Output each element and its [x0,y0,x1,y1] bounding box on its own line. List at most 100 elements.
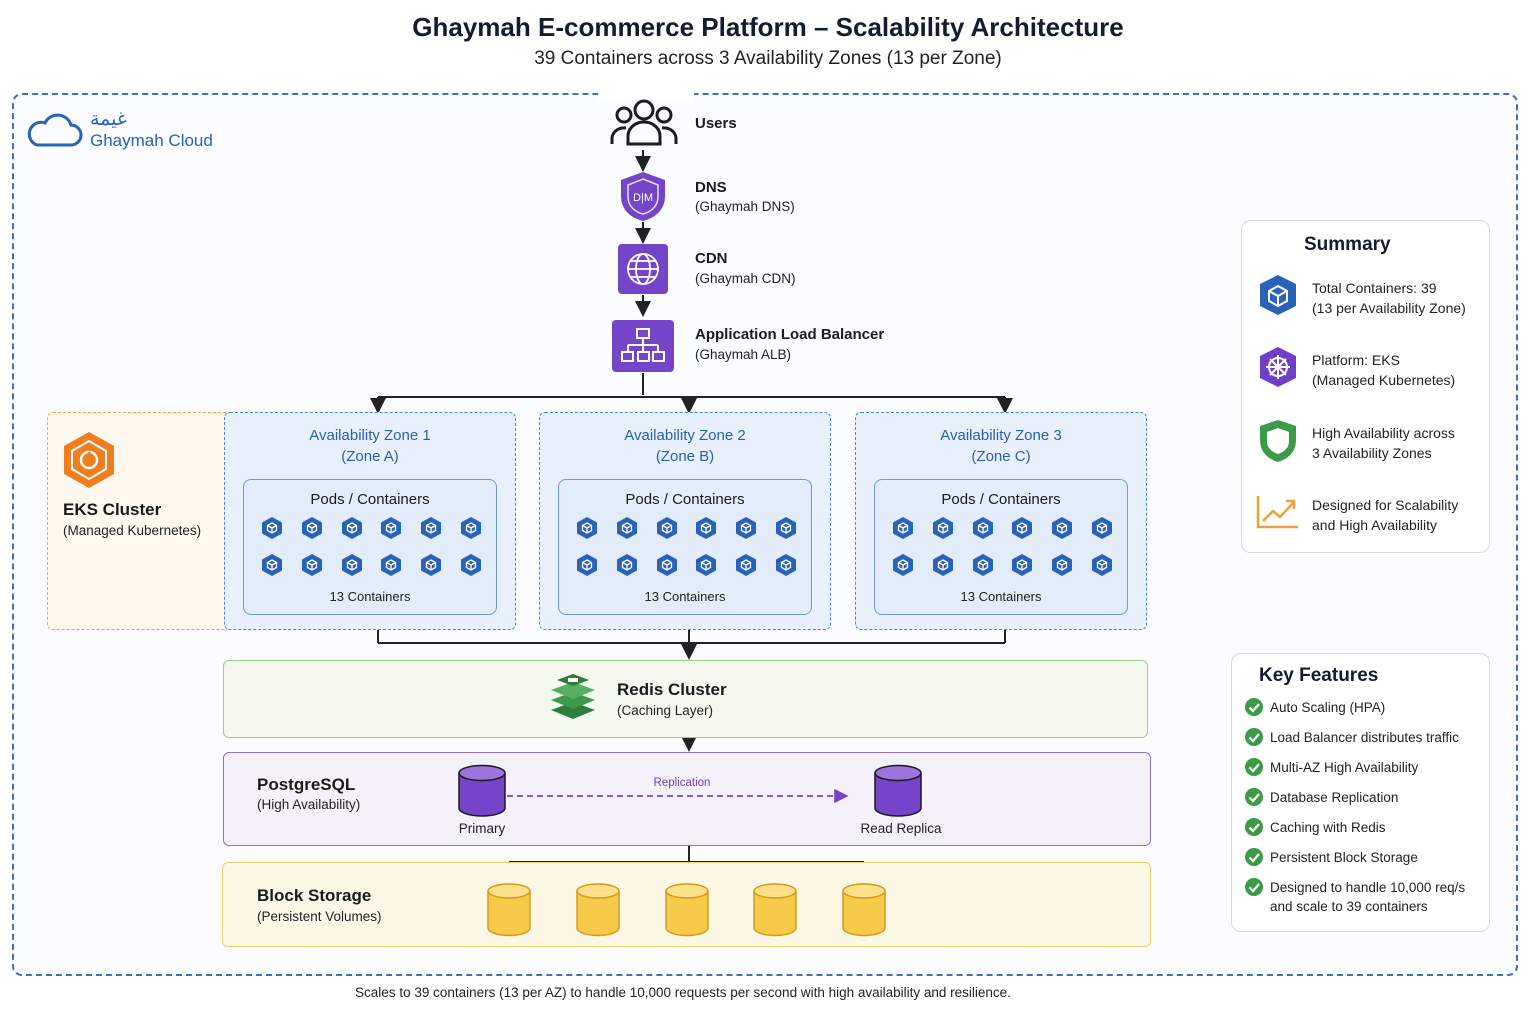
container-icon [734,553,758,577]
container-icon [615,516,639,540]
container-icon [694,553,718,577]
dns-label: DNS [695,179,727,196]
container-icon [1050,553,1074,577]
key-features-title: Key Features [1259,665,1379,686]
container-icon [931,553,955,577]
container-count: 13 Containers [960,589,1042,604]
replication-label: Replication [653,777,711,789]
shield-icon [1260,420,1296,462]
replication-arrow [507,788,849,804]
container-icon [575,516,599,540]
container-icon [774,516,798,540]
container-icon [694,516,718,540]
container-icon [340,553,364,577]
volume-icon [841,882,887,943]
check-icon [1245,878,1263,896]
container-icon [1090,553,1114,577]
check-icon [1245,728,1263,746]
primary-database-icon [458,764,506,817]
check-icon [1245,818,1263,836]
container-icon [300,553,324,577]
eks-subtitle: (Managed Kubernetes) [63,523,202,538]
availability-zone-3: Availability Zone 3(Zone C) Pods / Conta… [855,412,1147,630]
replica-database-icon [874,764,922,817]
container-icon [379,516,403,540]
feature-item: Multi-AZ High Availability [1270,760,1419,775]
brand-name-arabic: غيمة [90,109,127,130]
eks-icon [64,432,114,488]
container-icon [379,553,403,577]
container-icon [340,516,364,540]
pods-container: Pods / Containers 13 Containers [558,479,812,615]
alb-label: Application Load Balancer [695,326,885,343]
primary-label: Primary [458,821,506,836]
container-icon [1050,516,1074,540]
volume-icon [664,882,710,943]
trend-up-icon [1256,496,1298,529]
postgresql-subtitle: (High Availability) [257,797,361,812]
container-icon [419,553,443,577]
container-icon [734,516,758,540]
container-icon [891,516,915,540]
container-icon [655,553,679,577]
kubernetes-icon [1260,347,1296,387]
dns-glyph: D|M [633,192,653,204]
feature-item: Load Balancer distributes traffic [1270,730,1459,745]
key-features-panel [1231,653,1490,932]
read-replica-label: Read Replica [860,821,942,836]
dns-shield-icon: D|M [621,172,665,221]
container-icon [971,553,995,577]
container-icon [459,553,483,577]
container-icon [300,516,324,540]
postgresql-box [223,752,1151,846]
container-icon [774,553,798,577]
redis-title: Redis Cluster [617,680,727,699]
cloud-icon [27,113,83,147]
summary-title: Summary [1304,234,1391,255]
footer-note: Scales to 39 containers (13 per AZ) to h… [355,985,1011,1000]
availability-zone-2: Availability Zone 2(Zone B) Pods / Conta… [539,412,831,630]
feature-item: Auto Scaling (HPA) [1270,700,1386,715]
volume-icon [575,882,621,943]
postgresql-title: PostgreSQL [257,775,356,794]
check-icon [1245,758,1263,776]
container-count: 13 Containers [644,589,726,604]
feature-item: Designed to handle 10,000 req/s [1270,880,1466,895]
cdn-sublabel: (Ghaymah CDN) [695,271,796,286]
zone-title: Availability Zone 2(Zone B) [624,427,746,465]
volume-icon [752,882,798,943]
container-icon [655,516,679,540]
cdn-icon-box [618,244,668,294]
container-count: 13 Containers [329,589,411,604]
alb-icon-box [612,320,674,372]
container-icon [260,516,284,540]
availability-zone-1: Availability Zone 1(Zone A) Pods / Conta… [224,412,516,630]
container-icon [459,516,483,540]
container-icon [419,516,443,540]
summary-panel [1241,220,1490,553]
page-subtitle: 39 Containers across 3 Availability Zone… [534,48,1002,69]
redis-subtitle: (Caching Layer) [617,703,714,718]
dns-sublabel: (Ghaymah DNS) [695,199,795,214]
block-storage-subtitle: (Persistent Volumes) [257,909,382,924]
pods-title: Pods / Containers [310,491,430,508]
zone-title: Availability Zone 3(Zone C) [940,427,1062,465]
pods-title: Pods / Containers [625,491,745,508]
users-label: Users [695,115,737,132]
container-icon [1010,553,1034,577]
container-icon [575,553,599,577]
container-icon [931,516,955,540]
pods-container: Pods / Containers 13 Containers [874,479,1128,615]
container-icon [971,516,995,540]
feature-item: Caching with Redis [1270,820,1386,835]
pods-title: Pods / Containers [941,491,1061,508]
load-balancer-icon [621,328,665,362]
container-icon [1090,516,1114,540]
page-title: Ghaymah E-commerce Platform – Scalabilit… [412,12,1124,42]
users-icon [610,99,678,146]
feature-item: Database Replication [1270,790,1399,805]
container-icon [260,553,284,577]
check-icon [1245,788,1263,806]
